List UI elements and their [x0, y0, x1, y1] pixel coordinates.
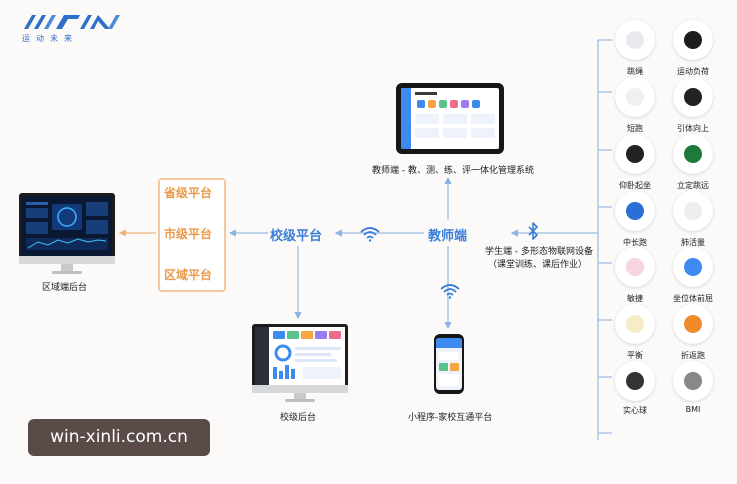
wifi-icon — [360, 227, 380, 242]
device-label: 短跑 — [627, 124, 643, 133]
platform-tier-box — [158, 178, 226, 292]
wifi-icon — [440, 284, 460, 299]
medicine-ball-icon — [615, 361, 655, 401]
student-usage-label: （课堂训练、课后作业） — [488, 260, 588, 270]
wristband-icon — [615, 191, 655, 231]
province-platform-label: 省级平台 — [164, 186, 213, 200]
device-label: 实心球 — [623, 406, 647, 415]
student-devices-label: 学生端 - 多形态物联网设备 — [485, 247, 593, 257]
teacher-system-label: 教师端 - 教、测、练、评一体化管理系统 — [372, 166, 534, 176]
device-label: 跳绳 — [627, 67, 643, 76]
bmi-scale-icon — [673, 361, 713, 401]
brand-logo-icon — [24, 15, 120, 29]
city-platform-label: 市级平台 — [164, 227, 213, 241]
device-label: 敏捷 — [627, 294, 643, 303]
district-backend-label: 区域端后台 — [42, 283, 88, 293]
school-platform-label: 校级平台 — [270, 229, 323, 244]
brand-tagline: 运动未来 — [22, 34, 78, 43]
heart-rate-watch-icon — [673, 20, 713, 60]
device-label: 运动负荷 — [677, 67, 709, 76]
teacher-label: 教师端 — [428, 229, 468, 244]
device-label: 折返跑 — [681, 351, 705, 360]
sit-up-belt-icon — [615, 134, 655, 174]
balance-pad-icon — [615, 304, 655, 344]
device-label: 立定跳远 — [677, 181, 709, 190]
long-jump-mat-icon — [673, 134, 713, 174]
bluetooth-icon — [528, 222, 538, 240]
device-label: 中长跑 — [623, 238, 647, 247]
device-label: 引体向上 — [677, 124, 709, 133]
cones-icon — [673, 304, 713, 344]
jump-rope-icon — [615, 20, 655, 60]
sprint-sensor-icon — [615, 77, 655, 117]
sit-reach-icon — [673, 247, 713, 287]
device-label: 坐位体前屈 — [673, 294, 713, 303]
district-platform-label: 区域平台 — [164, 268, 213, 282]
agility-pad-icon — [615, 247, 655, 287]
teacher-tablet — [396, 83, 504, 154]
parent-phone — [434, 334, 464, 394]
miniprogram-label: 小程序-家校互通平台 — [408, 413, 493, 423]
pull-up-sensor-icon — [673, 77, 713, 117]
device-label: 仰卧起坐 — [619, 181, 651, 190]
device-label: 肺活量 — [681, 238, 705, 247]
school-backend-label: 校级后台 — [280, 413, 317, 423]
spirometer-icon — [673, 191, 713, 231]
device-label: BMI — [685, 405, 701, 414]
device-label: 平衡 — [627, 351, 643, 360]
watermark: win-xinli.com.cn — [28, 419, 210, 456]
